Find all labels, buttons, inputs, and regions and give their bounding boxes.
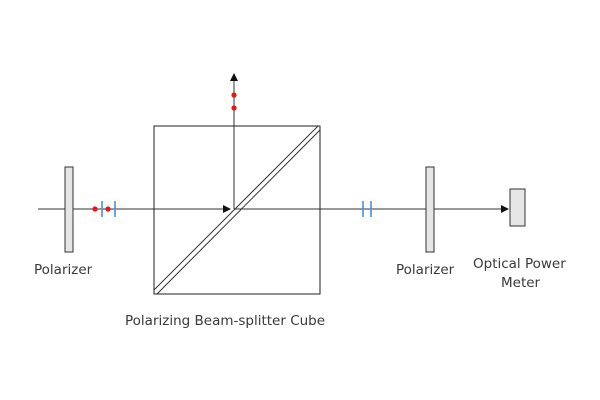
beam-splitter-cube: [153, 125, 321, 295]
meter-label-line2: Meter: [501, 275, 541, 291]
left-polarization-marker: [92, 201, 116, 217]
polarization-dot-icon: [231, 105, 237, 111]
right-polarizer-label: Polarizer: [396, 262, 455, 278]
polarization-dot-icon: [92, 206, 98, 212]
meter-label-line1: Optical Power: [473, 256, 566, 272]
left-polarizer: [64, 166, 74, 253]
optical-power-meter: [509, 188, 526, 227]
cube-label: Polarizing Beam-splitter Cube: [125, 313, 325, 329]
polarization-dot-icon: [105, 206, 111, 212]
left-polarizer-label: Polarizer: [34, 262, 93, 278]
transmitted-polarization-marker: [362, 201, 372, 217]
right-polarizer: [425, 166, 435, 253]
splitter-diagonal: [153, 125, 319, 291]
reflected-polarization-marker: [231, 92, 237, 111]
splitter-diagonal: [156, 129, 321, 295]
polarization-dot-icon: [231, 92, 237, 98]
